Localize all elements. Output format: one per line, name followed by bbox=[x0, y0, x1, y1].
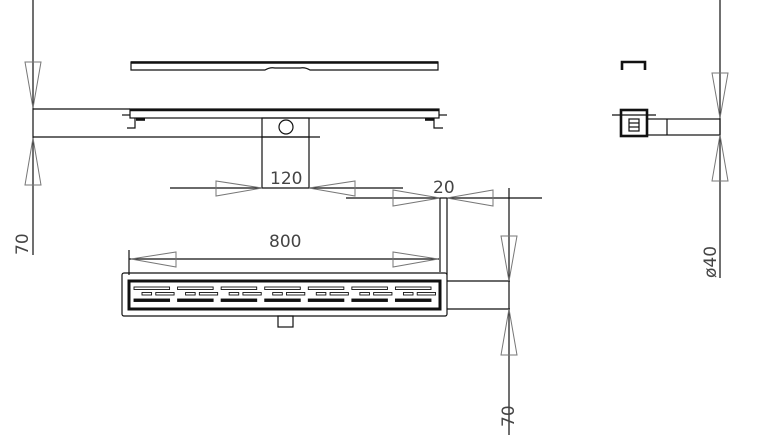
channel-side-view bbox=[122, 108, 447, 188]
left-height-dimension: 70 bbox=[13, 0, 320, 255]
grate-slot bbox=[133, 286, 171, 290]
outlet-box bbox=[261, 117, 310, 138]
grate-cover bbox=[130, 61, 439, 71]
grate-bar bbox=[177, 298, 214, 302]
length-dimension: 800 bbox=[128, 232, 439, 275]
drain-stub bbox=[277, 315, 294, 328]
outlet-width-dimension: 120 bbox=[170, 169, 403, 197]
grate-slot bbox=[264, 286, 301, 290]
grate-slot bbox=[416, 292, 436, 296]
grate-slot bbox=[359, 292, 370, 296]
grate-bar bbox=[351, 298, 388, 302]
grate-bar bbox=[220, 298, 258, 302]
offset-label: 20 bbox=[433, 178, 455, 198]
outlet-circle bbox=[278, 119, 294, 135]
grate-slot bbox=[329, 292, 349, 296]
grate-slot bbox=[351, 286, 388, 290]
pipe bbox=[646, 118, 721, 136]
grate-bar bbox=[264, 298, 301, 302]
grate-slot bbox=[402, 292, 414, 296]
channel-plan-view bbox=[121, 272, 448, 328]
channel-end-view: ø40 bbox=[612, 0, 729, 278]
grate-slot bbox=[242, 292, 262, 296]
grate-slot bbox=[373, 292, 393, 296]
bottom-height-label: 70 bbox=[499, 405, 519, 427]
outlet-width-label: 120 bbox=[270, 169, 302, 189]
grate-slot bbox=[141, 292, 153, 296]
left-height-label: 70 bbox=[13, 233, 33, 255]
grate-slot bbox=[394, 286, 432, 290]
grate-slot bbox=[155, 292, 175, 296]
length-label: 800 bbox=[269, 232, 301, 252]
grate-slot bbox=[315, 292, 327, 296]
grate-slot bbox=[177, 286, 214, 290]
bottom-height-dimension: 70 bbox=[447, 188, 519, 435]
grate-slot bbox=[220, 286, 258, 290]
grate-slot bbox=[286, 292, 306, 296]
grate-bar bbox=[307, 298, 345, 302]
grate-slot bbox=[185, 292, 196, 296]
grate-slot bbox=[272, 292, 283, 296]
grate-slot bbox=[198, 292, 219, 296]
grate-bar bbox=[394, 298, 432, 302]
pipe-diameter-label: ø40 bbox=[701, 246, 721, 278]
grate-bar bbox=[133, 298, 171, 302]
grate-slot bbox=[307, 286, 345, 290]
grate-slot bbox=[228, 292, 240, 296]
